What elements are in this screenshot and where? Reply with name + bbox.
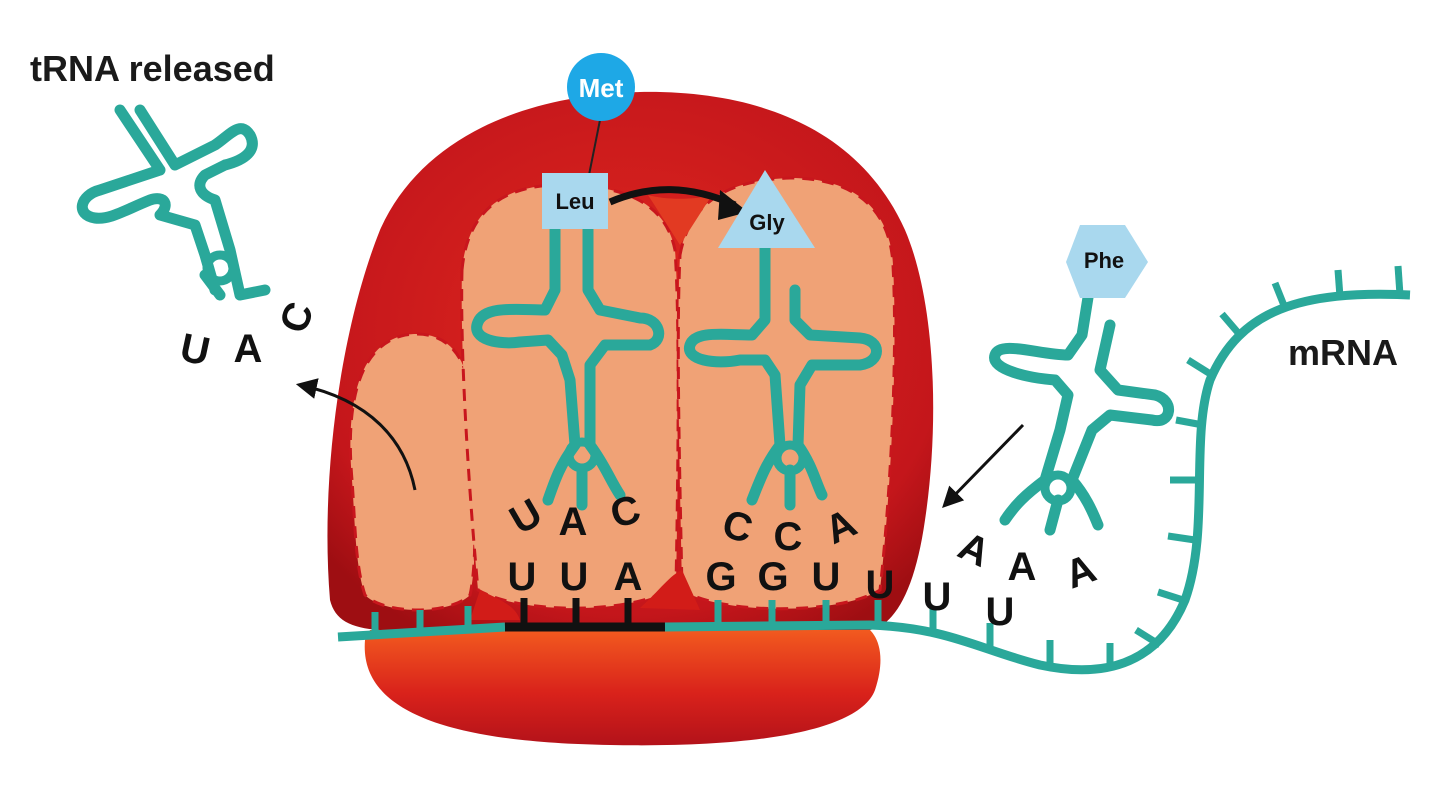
phe-label: Phe — [1084, 248, 1124, 273]
anticodon-base: A — [1008, 545, 1037, 589]
met-label: Met — [579, 73, 624, 103]
codon-base: G — [757, 555, 788, 599]
mrna-label: mRNA — [1288, 332, 1398, 373]
codon-base: U — [986, 590, 1015, 634]
anticodon-base: U — [176, 325, 213, 374]
trna-released-label: tRNA released — [30, 48, 275, 89]
mrna-strand — [337, 265, 1411, 675]
codon-base: G — [705, 555, 736, 599]
gly-label: Gly — [749, 210, 785, 235]
anticodon-base: A — [234, 327, 263, 371]
anticodon-base: C — [271, 297, 322, 339]
codon-base: U — [508, 555, 537, 599]
a-site-trna — [684, 242, 882, 511]
leu-amino-acid: Leu — [542, 173, 608, 229]
mrna-base-ticks — [371, 265, 1404, 670]
trna-exit-arrow — [295, 378, 417, 491]
e-site — [348, 332, 477, 612]
p-site-codon: U U A — [508, 555, 643, 599]
site-divider-wedge — [470, 570, 700, 620]
small-ribosomal-subunit — [364, 630, 881, 746]
codon-base: U — [812, 555, 841, 599]
anticodon-base: A — [1060, 546, 1102, 597]
phe-amino-acid: Phe — [1066, 225, 1148, 298]
codon-base: U — [560, 555, 589, 599]
met-leu-bond — [587, 119, 601, 181]
trna-entry-arrow — [942, 423, 1025, 509]
released-anticodon: U A C — [176, 297, 322, 375]
anticodon-base: A — [559, 500, 588, 544]
released-trna — [77, 104, 271, 301]
incoming-anticodon: A A A — [952, 524, 1102, 598]
codon-base: A — [614, 555, 643, 599]
met-amino-acid: Met — [567, 53, 635, 121]
a-site-codon: G G U — [705, 555, 840, 599]
a-site — [676, 176, 897, 611]
p-site-trna — [471, 224, 665, 511]
anticodon-base: C — [774, 515, 803, 559]
incoming-trna — [989, 279, 1175, 536]
anticodon-base: A — [952, 524, 997, 576]
leu-label: Leu — [555, 189, 594, 214]
downstream-codons: U U U — [866, 563, 1015, 634]
tunnel-wedge — [648, 195, 712, 245]
gly-amino-acid: Gly — [718, 170, 815, 248]
codon-base: U — [866, 563, 895, 607]
codon-base: U — [923, 575, 952, 619]
